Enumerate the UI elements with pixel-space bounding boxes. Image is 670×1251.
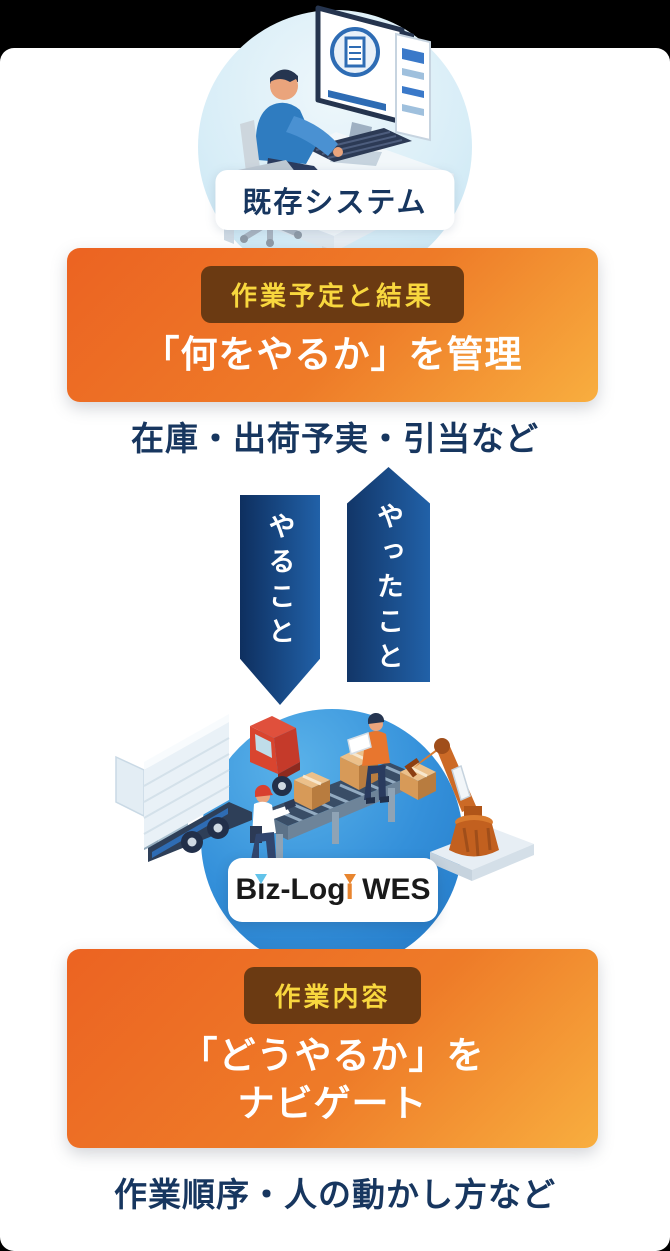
work-content-badge: 作業内容	[244, 967, 421, 1024]
worker-checklist	[347, 712, 390, 804]
worker-scanning	[248, 784, 296, 882]
truck-icon	[115, 714, 300, 862]
warehouse-illustration	[115, 709, 534, 952]
existing-system-text: 既存システム	[242, 187, 428, 219]
logo-part-b: B	[235, 873, 258, 906]
done-up-arrow: やったこと	[347, 467, 430, 682]
todo-down-arrow: やること	[240, 495, 320, 705]
logo-part-wes: WES	[353, 873, 431, 906]
plan-result-heading: 「何をやるか」を管理	[142, 334, 523, 375]
logo-orange-i-icon: ı	[345, 873, 354, 906]
done-arrow-label: やったこと	[373, 502, 403, 677]
todo-arrow-label: やること	[264, 512, 295, 652]
work-content-box: 作業内容 「どうやるか」を ナビゲート	[67, 949, 598, 1148]
ui-panel-icon	[395, 32, 431, 142]
navigate-heading-line1: 「どうやるか」を	[180, 1035, 485, 1076]
existing-system-illustration	[198, 5, 472, 284]
navigate-heading-line2: ナビゲート	[237, 1083, 428, 1125]
plan-result-badge: 作業予定と結果	[200, 266, 464, 323]
top-caption: 在庫・出荷予実・引当など	[131, 420, 539, 457]
existing-system-label: 既存システム	[215, 170, 455, 230]
bottom-caption: 作業順序・人の動かし方など	[114, 1176, 556, 1213]
logo-blue-i-icon: ı	[257, 873, 266, 906]
logo-part-zlog: z-Log	[265, 873, 346, 906]
plan-result-box: 作業予定と結果 「何をやるか」を管理	[67, 248, 598, 402]
robot-arm-icon	[400, 738, 534, 881]
